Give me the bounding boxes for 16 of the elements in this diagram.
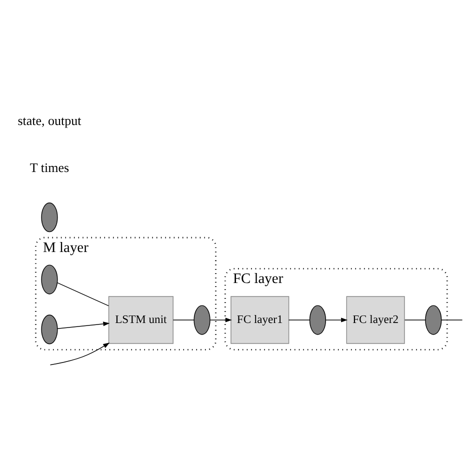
node-ellipse (194, 305, 210, 335)
node-ellipse (309, 305, 326, 335)
arrow (210, 318, 232, 322)
node-ellipse (41, 202, 58, 232)
node-ellipse (41, 264, 58, 294)
arrow (325, 318, 348, 322)
connector (56, 282, 109, 306)
node-box: LSTM unit (108, 296, 174, 344)
node-ellipse (41, 314, 58, 344)
label: state, output (18, 113, 82, 128)
arrow (57, 322, 110, 330)
node-box: FC layer1 (230, 296, 290, 344)
node-box: FC layer2 (346, 296, 405, 344)
node-ellipse (425, 305, 442, 335)
label: T times (30, 160, 70, 176)
arrow (50, 342, 110, 366)
